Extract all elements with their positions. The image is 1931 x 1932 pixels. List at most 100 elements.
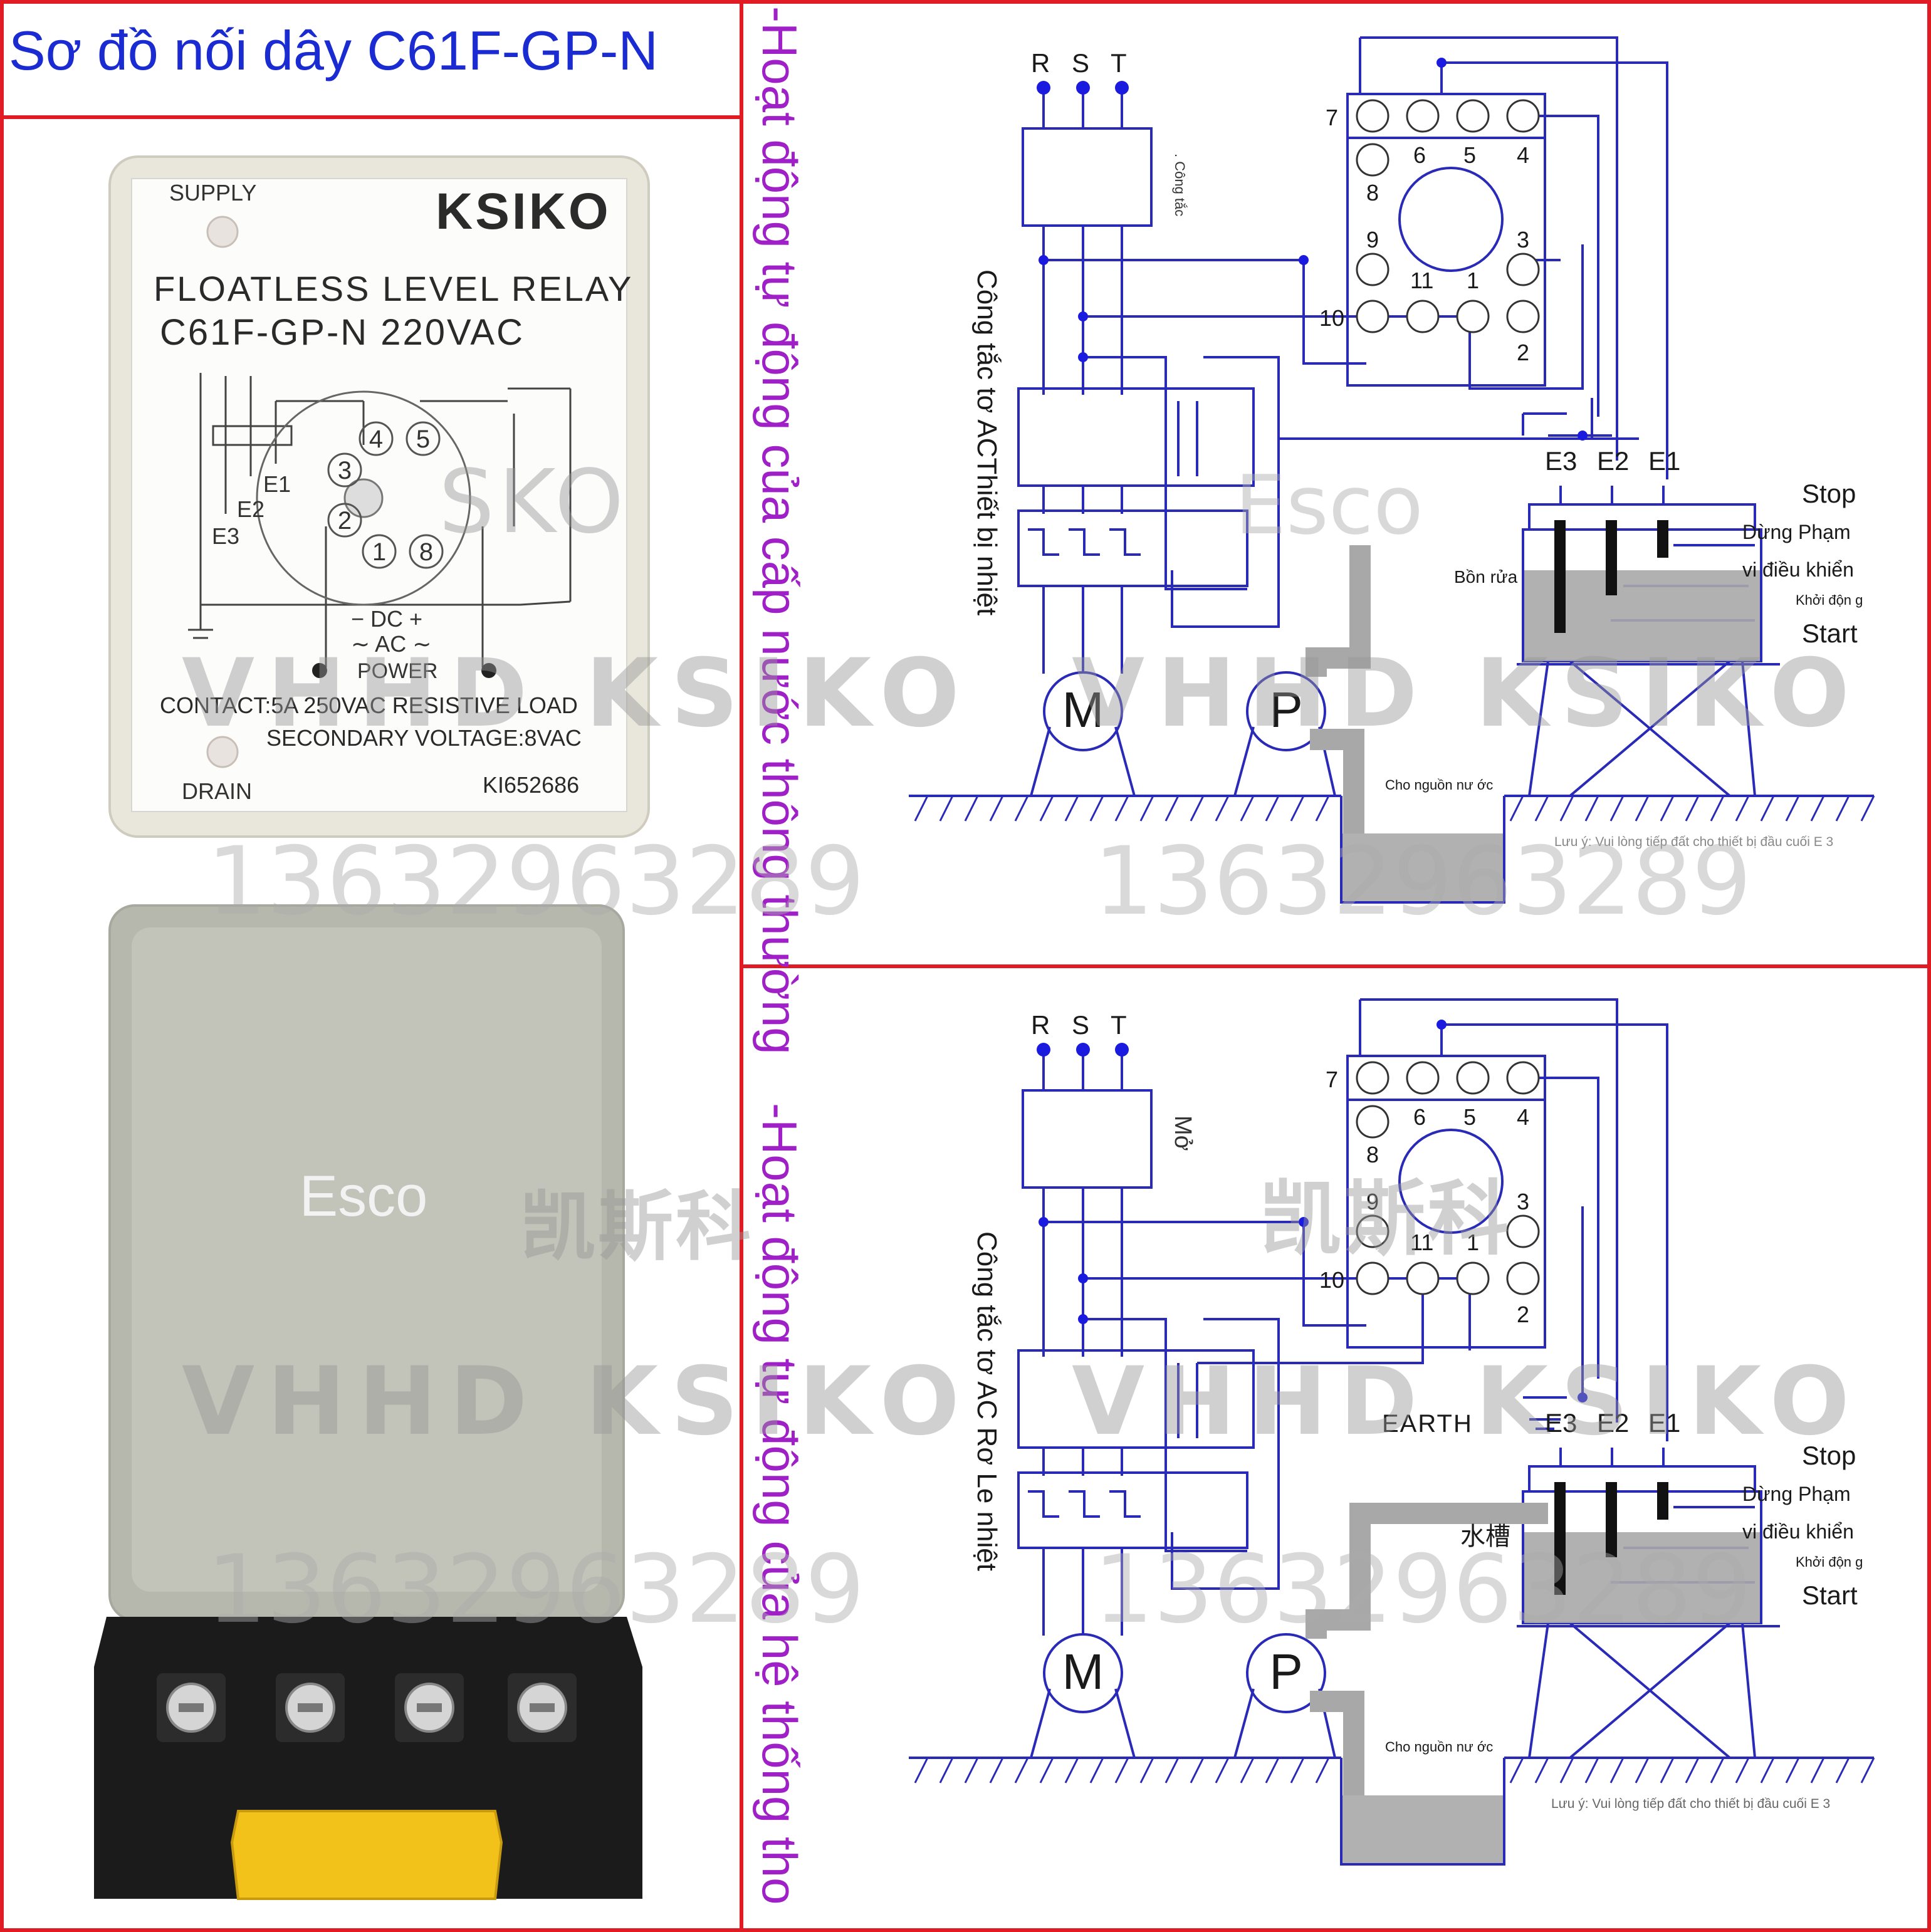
watermark-brand-right-bottom: VHHD KSIKO [1072,1347,1862,1456]
pin-8-bottom: 8 [1366,1142,1379,1167]
pin-2-top: 2 [1517,340,1529,365]
earth-label-bottom: EARTH [1382,1410,1473,1438]
supply-led-icon [206,216,239,248]
pipe-top [1310,729,1364,833]
relay-ac-label: ∼ AC ∼ [351,631,431,657]
watermark-esco: Esco [1235,457,1423,553]
e3-label-top: E3 [1545,446,1577,476]
tank-label-top: Bồn rửa [1454,567,1518,587]
pin-8-top: 8 [1366,180,1379,206]
watermark-brand-right-top: VHHD KSIKO [1072,639,1862,748]
electrode-e2-bottom [1606,1482,1617,1557]
watermark-phone-left-top: 13632963289 [207,827,865,936]
phase-r-top: R [1031,48,1050,78]
motor-label-bottom: M [1062,1644,1104,1700]
ground-hatch-top [914,795,1875,822]
control-label-top: vi điều khiển [1742,558,1854,581]
e1-label-top: E1 [1648,446,1680,476]
drain-led-icon [206,736,239,768]
phase-t-top: T [1111,48,1127,78]
pin-11-top: 11 [1410,268,1433,293]
pump-label-bottom: P [1269,1644,1302,1700]
pin-6-bottom: 6 [1413,1104,1426,1130]
pin-3-bottom: 3 [1517,1189,1529,1214]
pump-label-top: P [1269,682,1302,738]
pipe-up-top [1306,545,1371,677]
phase-t-bottom: T [1111,1010,1127,1040]
pin-5-bottom: 5 [1463,1104,1476,1130]
watermark-phone-right-top: 13632963289 [1094,827,1752,936]
watermark-phone-left-bottom: 13632963289 [207,1535,865,1644]
note-bottom: Lưu ý: Vui lòng tiếp đất cho thiết bị đầ… [1551,1797,1830,1811]
ground-hatch-bottom [914,1757,1875,1783]
pin-9-top: 9 [1366,227,1379,253]
relay-e3-label: E3 [212,523,239,549]
relay-pin-2: 2 [338,507,352,535]
socket-terminals-top [1356,99,1540,333]
watermark-chinese-right: 凯斯科 [1260,1171,1512,1266]
sump-water-top [1342,833,1503,901]
pin-10-top: 10 [1319,305,1344,331]
wiring-diagram-bottom: R S T 7 6 5 4 8 9 3 11 1 10 2 M P E3 E2 … [909,998,1875,1866]
contact-spec: CONTACT:5A 250VAC RESISTIVE LOAD [160,692,578,718]
socket-terminals-bottom [1356,1061,1540,1295]
phase-s-top: S [1072,48,1089,78]
relay-e2-label: E2 [237,496,264,522]
start-level-label-top: Khởi độn g [1796,592,1863,608]
e2-label-bottom: E2 [1597,1408,1629,1438]
watermark-chinese-left: 凯斯科 [520,1184,753,1271]
stop-level-label-bottom: Dừng Phạm [1742,1483,1851,1505]
serial-number: KI652686 [483,772,579,798]
pin-7-bottom: 7 [1326,1067,1338,1092]
model-label: C61F-GP-N 220VAC [160,312,525,353]
source-label-bottom: Cho nguồn nư ớc [1385,1739,1493,1755]
page-title: Sơ đồ nối dây C61F-GP-N [9,19,658,81]
stop-label-top: Stop [1802,479,1856,508]
start-label-bottom: Start [1802,1580,1858,1610]
relay-socket-ring [256,390,471,606]
switch-label-bottom: Mở [1170,1115,1196,1151]
pipe-up-bottom [1306,1503,1548,1639]
tank-label-bottom: 水槽 [1460,1523,1510,1550]
drain-label: DRAIN [182,778,252,804]
phase-r-bottom: R [1031,1010,1050,1040]
relay-e1-label: E1 [263,471,291,497]
electrode-e3-bottom [1554,1482,1566,1595]
source-label-top: Cho nguồn nư ớc [1385,777,1493,793]
control-label-bottom: vi điều khiển [1742,1520,1854,1543]
electrode-e3-top [1554,520,1566,633]
pin-3-top: 3 [1517,227,1529,253]
phase-s-bottom: S [1072,1010,1089,1040]
cover-label: Esco [300,1164,428,1228]
stop-level-label-top: Dừng Phạm [1742,521,1851,543]
e1-label-bottom: E1 [1648,1408,1680,1438]
electrode-e2-top [1606,520,1617,595]
pin-4-bottom: 4 [1517,1104,1529,1130]
relay-photo: SUPPLY DRAIN KSIKO FLOATLESS LEVEL RELAY… [94,155,650,1900]
electrode-e1-bottom [1657,1482,1668,1520]
switch-label-top: . Công tắc [1172,154,1188,216]
motor-label-top: M [1062,682,1104,738]
side-text-top: -Hoạt động tự động của cấp nước thông th… [752,6,807,1055]
relay-pin-1: 1 [372,538,386,566]
yellow-clip [230,1810,503,1900]
power-terminal-right-icon [481,663,496,678]
supply-label: SUPPLY [169,180,256,206]
relay-dc-label: − DC + [351,606,422,632]
pin-1-bottom: 1 [1467,1230,1479,1255]
relay-power-label: POWER [357,659,437,683]
sump-water-bottom [1342,1795,1503,1863]
brand-logo: KSIKO [436,183,611,240]
pin-1-top: 1 [1467,268,1479,293]
e3-label-bottom: E3 [1545,1408,1577,1438]
watermark-brand-short: SKO [439,451,628,553]
relay-pin-5: 5 [416,426,430,453]
wiring-diagram-top: R S T 7 6 5 4 8 9 3 11 1 10 2 M P E3 E2 … [909,36,1875,904]
terminal-screws [157,1673,577,1742]
e2-label-top: E2 [1597,446,1629,476]
start-label-top: Start [1802,619,1858,648]
secondary-voltage: SECONDARY VOLTAGE:8VAC [266,725,582,751]
relay-base [94,1617,642,1899]
relay-pin-4: 4 [369,426,383,453]
pin-4-top: 4 [1517,142,1529,168]
